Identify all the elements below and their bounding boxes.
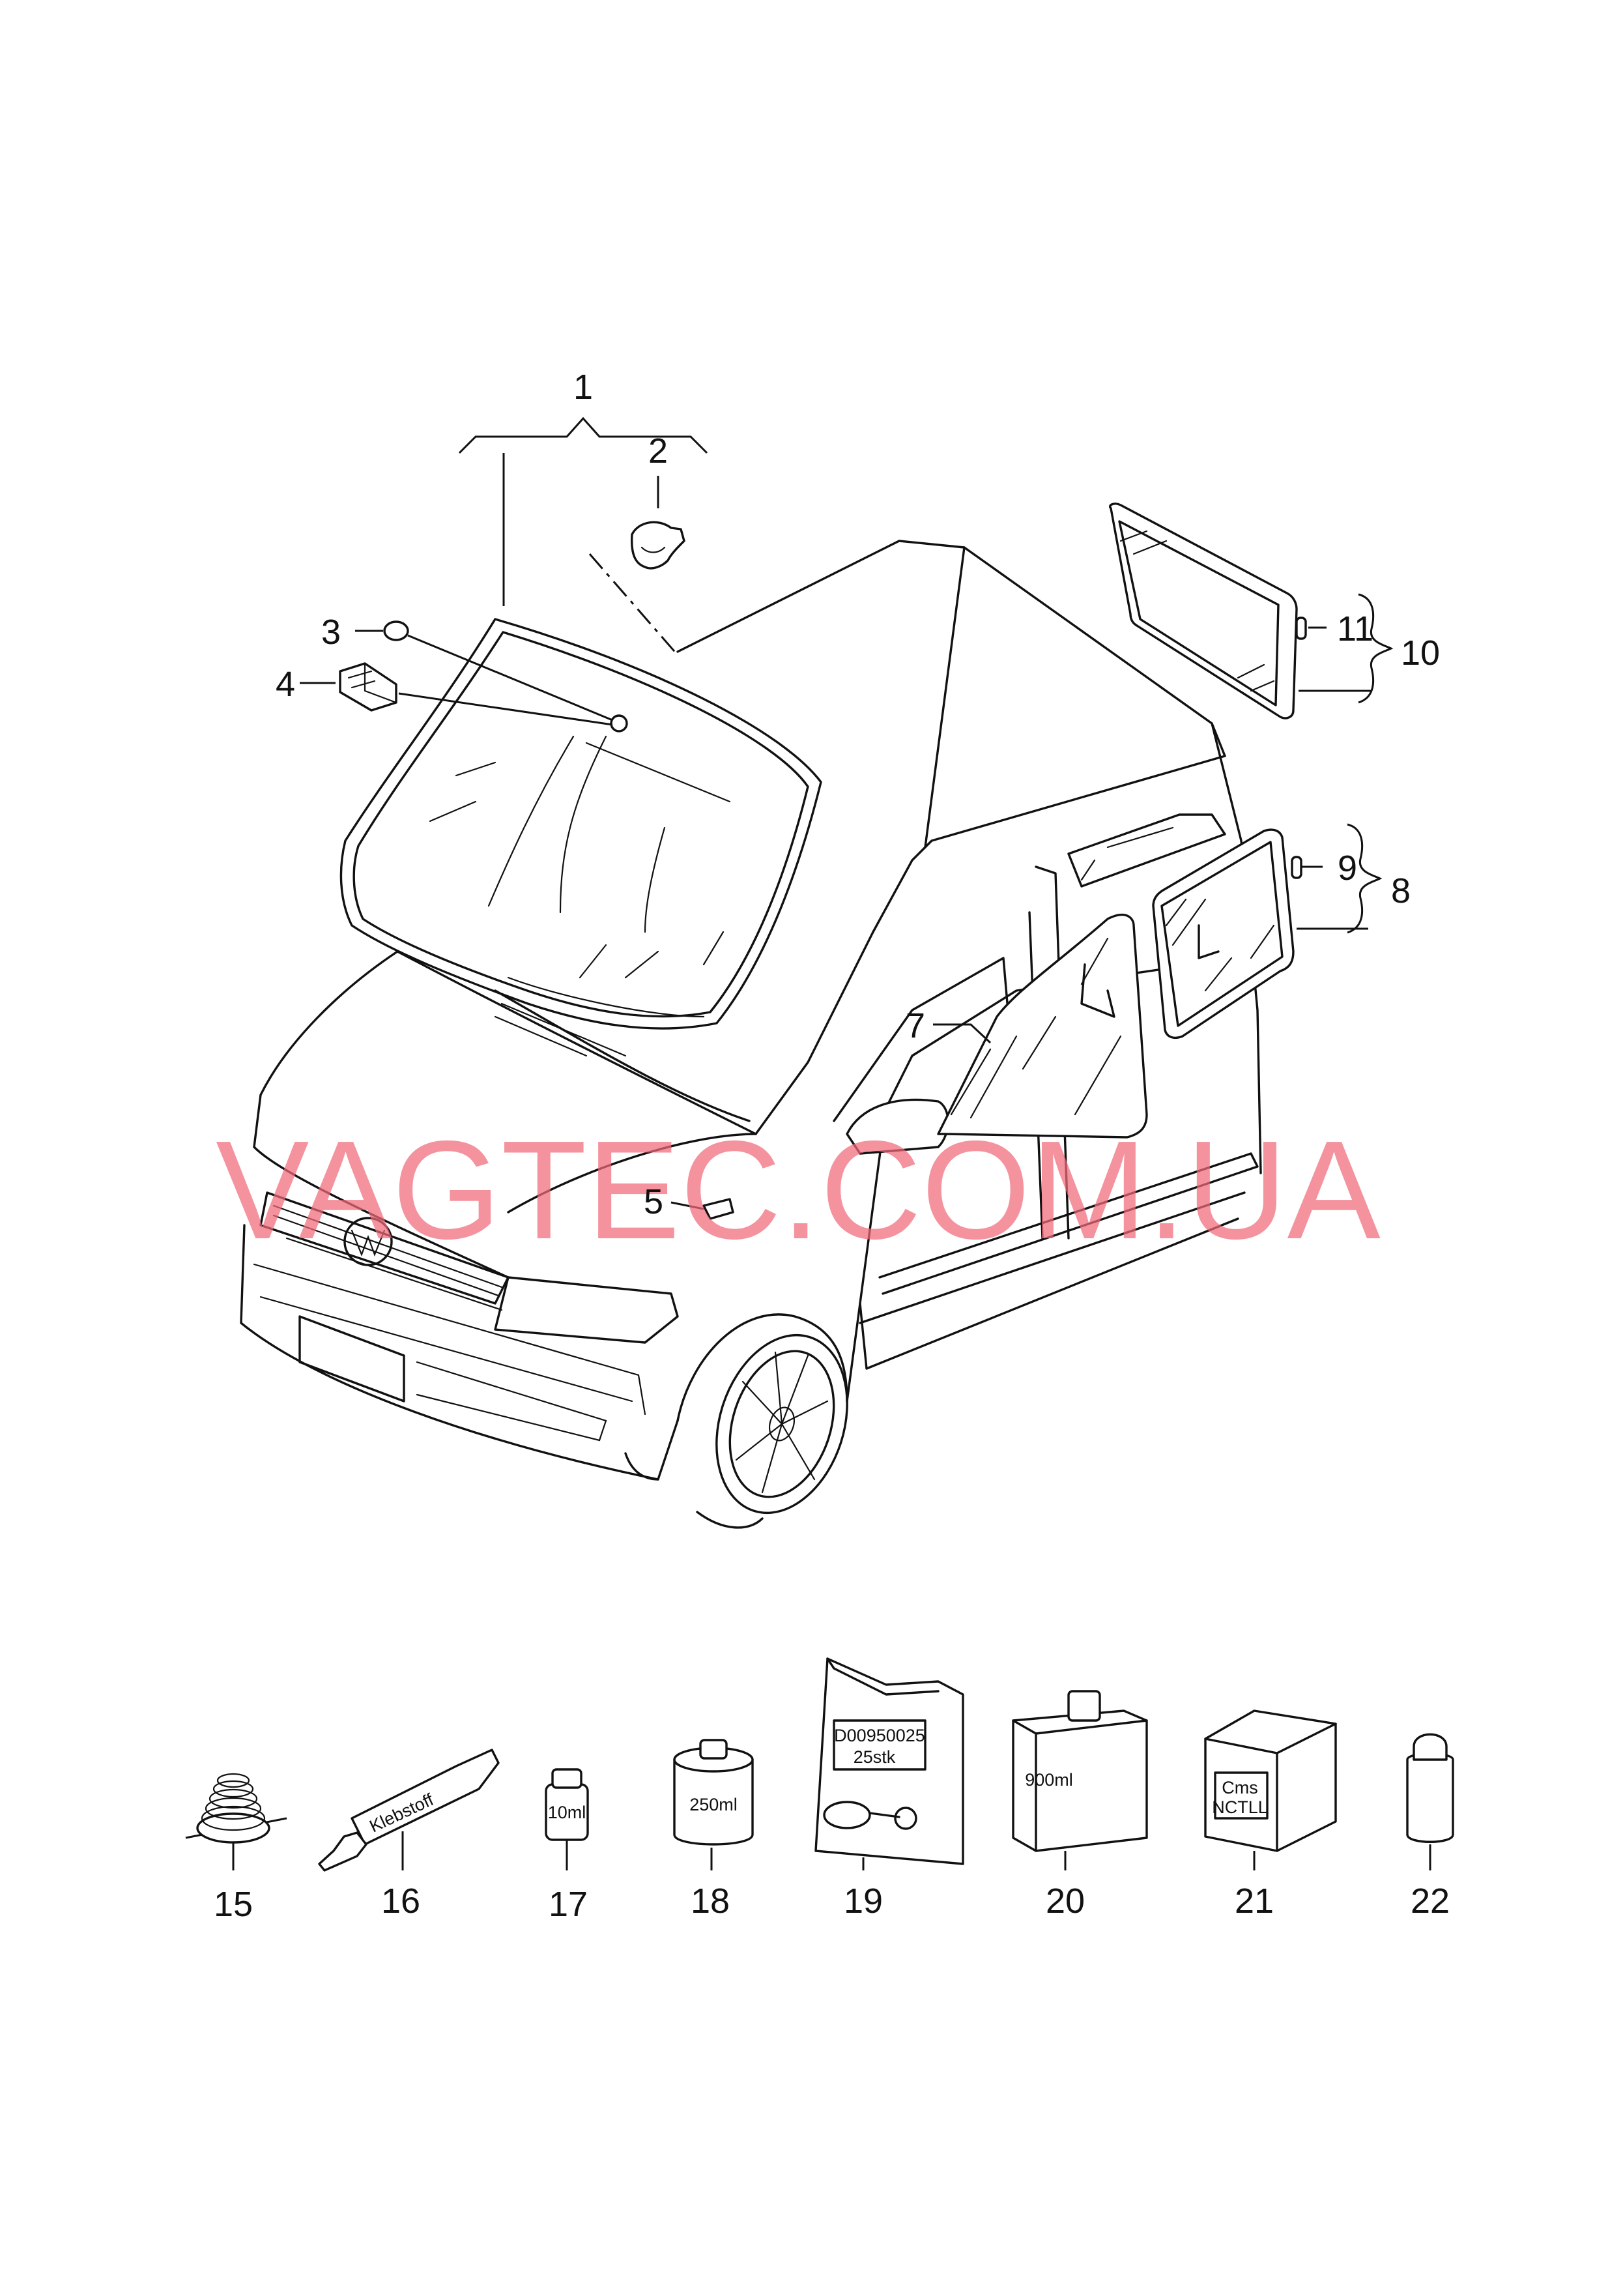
svg-text:250ml: 250ml xyxy=(689,1795,738,1814)
callout-18: 18 xyxy=(691,1882,730,1921)
van-drawing xyxy=(240,540,1262,1529)
rear-side-window xyxy=(1109,502,1307,719)
callout-4: 4 xyxy=(276,665,295,704)
callout-9: 9 xyxy=(1338,849,1357,888)
callout-1: 1 xyxy=(573,368,593,407)
callout-3: 3 xyxy=(321,613,341,652)
callout-16: 16 xyxy=(381,1882,420,1921)
sensor-4 xyxy=(339,662,397,712)
watermark: VAGTEC.COM.UA xyxy=(216,1111,1381,1268)
callout-21: 21 xyxy=(1235,1882,1274,1921)
svg-text:25stk: 25stk xyxy=(854,1747,896,1767)
side-window xyxy=(1152,828,1302,1039)
callout-17: 17 xyxy=(549,1885,588,1924)
svg-text:D00950025: D00950025 xyxy=(834,1726,925,1745)
clip-9 xyxy=(1291,856,1302,879)
primer-bottle: 10ml xyxy=(545,1768,589,1870)
clip-11 xyxy=(1295,617,1307,640)
primer-can: 250ml xyxy=(673,1739,754,1870)
parts-bag: D00950025 25stk xyxy=(814,1657,964,1870)
adhesive-tube: Klebstoff xyxy=(318,1749,500,1872)
kit-box: Cms NCTLL xyxy=(1204,1709,1337,1870)
seal-ring-3 xyxy=(383,620,409,641)
sealing-cord xyxy=(185,1773,287,1870)
mirror-mount xyxy=(630,521,685,570)
windshield xyxy=(339,618,822,1030)
cleaner-canister: 900ml xyxy=(1012,1690,1148,1870)
svg-text:10ml: 10ml xyxy=(548,1803,586,1822)
svg-text:NCTLL: NCTLL xyxy=(1212,1797,1268,1817)
callout-7: 7 xyxy=(906,1006,925,1045)
svg-text:900ml: 900ml xyxy=(1025,1770,1073,1790)
callout-15: 15 xyxy=(214,1885,253,1924)
callout-10: 10 xyxy=(1401,633,1440,673)
small-bottle xyxy=(1406,1733,1454,1870)
callout-5: 5 xyxy=(644,1182,663,1221)
callout-11: 11 xyxy=(1337,609,1373,648)
callout-2: 2 xyxy=(648,431,668,471)
callout-22: 22 xyxy=(1411,1882,1450,1921)
callout-19: 19 xyxy=(844,1882,883,1921)
callout-8: 8 xyxy=(1391,871,1411,910)
svg-text:Cms: Cms xyxy=(1222,1778,1258,1797)
callout-20: 20 xyxy=(1046,1882,1085,1921)
rain-sensor xyxy=(610,714,628,733)
